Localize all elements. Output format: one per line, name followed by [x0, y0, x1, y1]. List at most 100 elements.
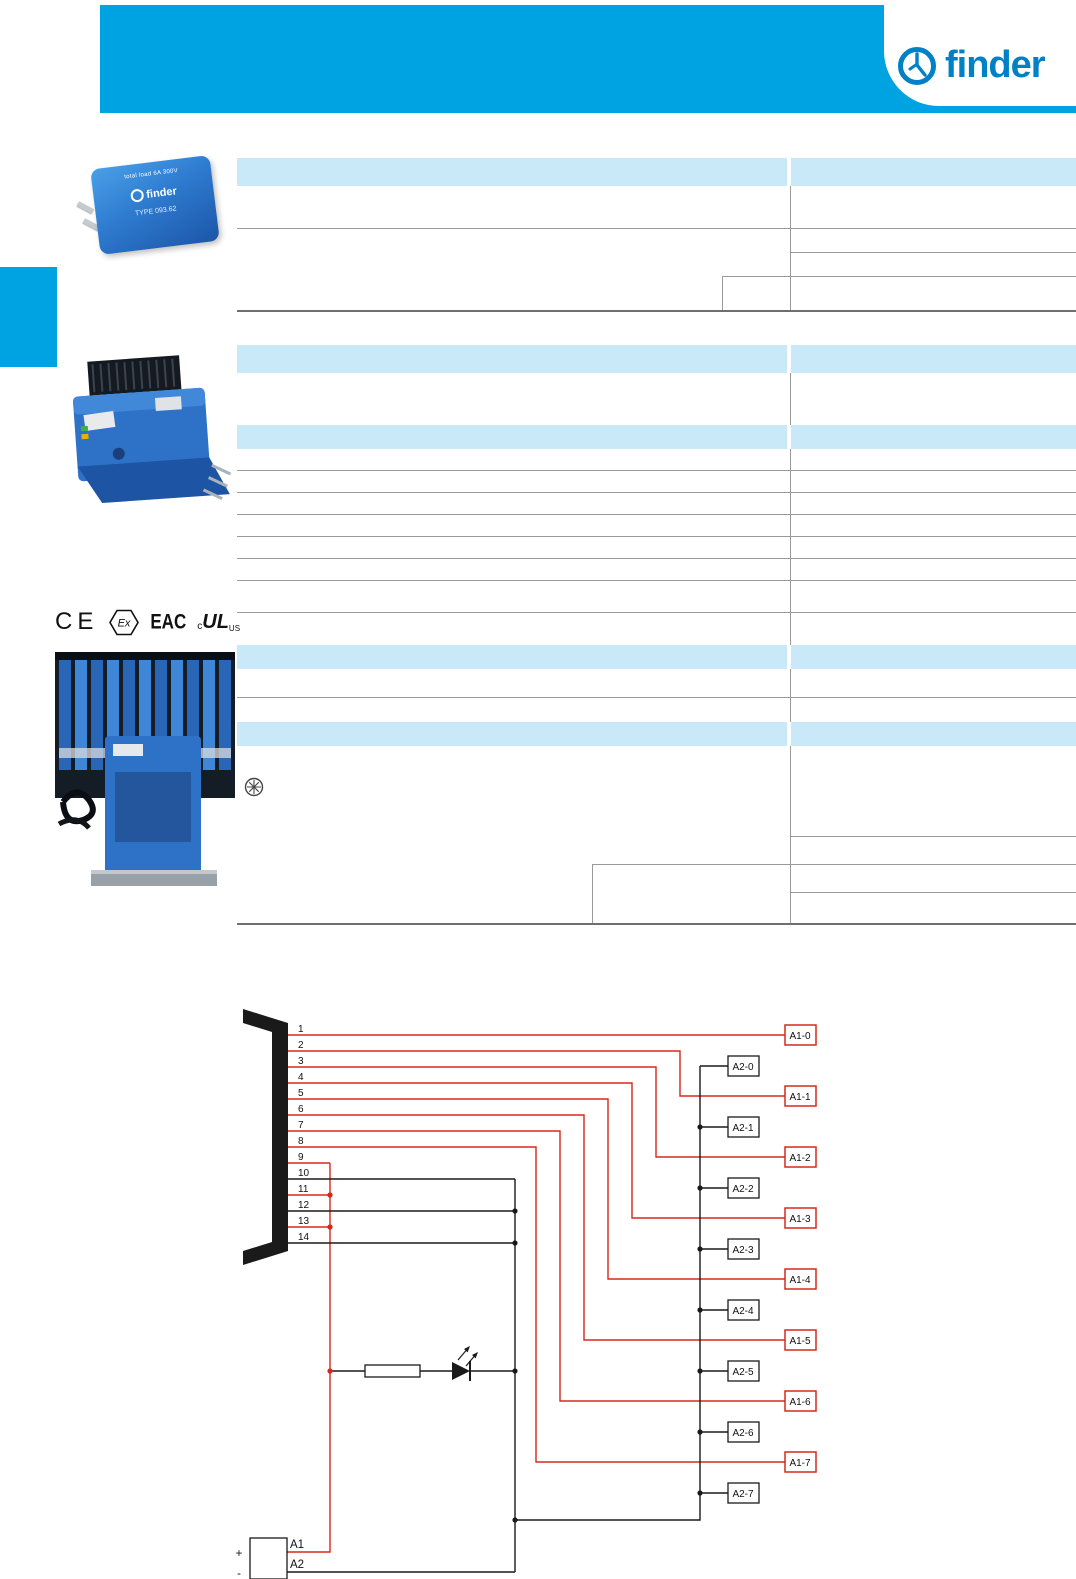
led-symbol — [452, 1362, 470, 1380]
table-section-band — [791, 645, 1076, 669]
a1-box-label: A1-4 — [789, 1275, 811, 1286]
a2-box — [727, 1299, 760, 1321]
a2-box-label: A2-3 — [732, 1245, 754, 1256]
pin-label: 13 — [298, 1216, 310, 1227]
common-wires-black — [287, 1065, 728, 1573]
a2-box — [727, 1177, 760, 1199]
table-rule — [237, 492, 1076, 493]
pin-label: 14 — [298, 1232, 310, 1243]
table-rule — [722, 276, 1076, 277]
a1-box — [784, 1390, 817, 1412]
a2-box-label: A2-4 — [732, 1306, 754, 1317]
relay-brand-text: finder — [145, 184, 178, 201]
a1-box-label: A1-2 — [789, 1153, 811, 1164]
a1-box — [784, 1268, 817, 1290]
a1-box-label: A1-5 — [789, 1336, 811, 1347]
minus-label: - — [237, 1568, 241, 1579]
resistor-symbol — [364, 1364, 421, 1378]
table-section-band — [237, 425, 787, 449]
table-header-band — [237, 158, 787, 186]
finder-logo-icon — [898, 46, 936, 85]
a1-box-label: A1-3 — [789, 1214, 811, 1225]
certification-marks: CE Ex EAC c UL US — [55, 604, 245, 640]
ce-mark: CE — [55, 608, 99, 635]
terminal-block — [249, 1537, 288, 1579]
table-rule — [790, 186, 791, 311]
a1-box — [784, 1451, 817, 1473]
a2-coil-boxes: A2-0 A2-1 A2-2 A2-3 A2-4 A2-5 A2-6 A2-7 — [727, 1055, 760, 1504]
table-rule — [790, 746, 791, 924]
plus-label: + — [236, 1548, 243, 1560]
brand-logo: finder — [896, 44, 1046, 87]
brand-name: finder — [945, 44, 1046, 86]
supply-terminal: + - A1 A2 — [236, 1537, 304, 1579]
coil-wires-red — [287, 1034, 785, 1553]
table-rule — [237, 697, 1076, 698]
table-rule — [237, 536, 1076, 537]
pin-label: 11 — [298, 1184, 309, 1195]
pin-label: 1 — [298, 1024, 304, 1035]
led-emission-arrows — [457, 1346, 478, 1367]
table-section-band — [791, 722, 1076, 746]
a2-box-label: A2-6 — [732, 1428, 754, 1439]
table-rule — [790, 669, 791, 722]
a2-box — [727, 1421, 760, 1443]
a2-box-label: A2-5 — [732, 1367, 754, 1378]
indicator-circuit — [364, 1346, 478, 1381]
a1-coil-boxes: A1-0 A1-1 A1-2 A1-3 A1-4 A1-5 A1-6 A1-7 — [784, 1024, 817, 1473]
a2-box — [727, 1238, 760, 1260]
pin-label: 7 — [298, 1120, 304, 1131]
pin-label: 8 — [298, 1136, 304, 1147]
pin-label: 9 — [298, 1152, 304, 1163]
junction-dots — [327, 1124, 703, 1523]
a2-box-label: A2-2 — [732, 1184, 754, 1195]
pin-label: 3 — [298, 1056, 304, 1067]
a1-box-label: A1-7 — [789, 1458, 811, 1469]
table-rule — [790, 252, 1076, 253]
table-section-band — [237, 722, 787, 746]
pin-label: 2 — [298, 1040, 304, 1051]
connector-symbol — [243, 1009, 288, 1265]
pin-label: 6 — [298, 1104, 304, 1115]
table-rule — [790, 373, 791, 425]
a2-box-label: A2-1 — [732, 1123, 754, 1134]
atex-ex-text: Ex — [118, 617, 131, 629]
table-rule — [237, 470, 1076, 471]
product-photo-relay: total load 6A 300V finder TYPE 093.62 — [65, 150, 237, 262]
table-header-band — [791, 158, 1076, 186]
a2-box — [727, 1055, 760, 1077]
table-section-band — [237, 645, 787, 669]
finder-mini-logo-icon — [129, 188, 145, 203]
a2-box-label: A2-7 — [732, 1489, 754, 1500]
table-rule — [722, 276, 723, 311]
table-rule — [592, 864, 593, 924]
ul-us-text: US — [228, 623, 241, 633]
atex-ex-mark: Ex — [109, 609, 140, 635]
table-rule — [790, 449, 791, 645]
a2-box — [727, 1482, 760, 1504]
a2-box — [727, 1360, 760, 1382]
pin-label: 12 — [298, 1200, 310, 1211]
pin-label: 5 — [298, 1088, 304, 1099]
a1-box — [784, 1207, 817, 1229]
product-photo-rack — [55, 652, 235, 886]
table-rule — [237, 228, 1076, 229]
a1-box — [784, 1329, 817, 1351]
a1-box — [784, 1085, 817, 1107]
a1-box-label: A1-1 — [789, 1092, 811, 1103]
table-section-band — [791, 425, 1076, 449]
a2-box-label: A2-0 — [732, 1062, 754, 1073]
table-rule — [790, 892, 1076, 893]
pin-label: 4 — [298, 1072, 304, 1083]
table-rule — [237, 612, 1076, 613]
table-section-band — [237, 345, 787, 373]
a1-box — [784, 1146, 817, 1168]
eac-mark: EAC — [150, 609, 187, 634]
relay-cube-face: total load 6A 300V finder TYPE 093.62 — [90, 155, 220, 255]
a1-box — [784, 1024, 817, 1046]
table-rule — [237, 580, 1076, 581]
screw-adjust-icon — [244, 777, 264, 797]
wiring-diagram: 1 2 3 4 5 6 7 8 9 10 11 12 13 14 A1-0 A1… — [236, 1009, 817, 1579]
table-rule — [237, 514, 1076, 515]
